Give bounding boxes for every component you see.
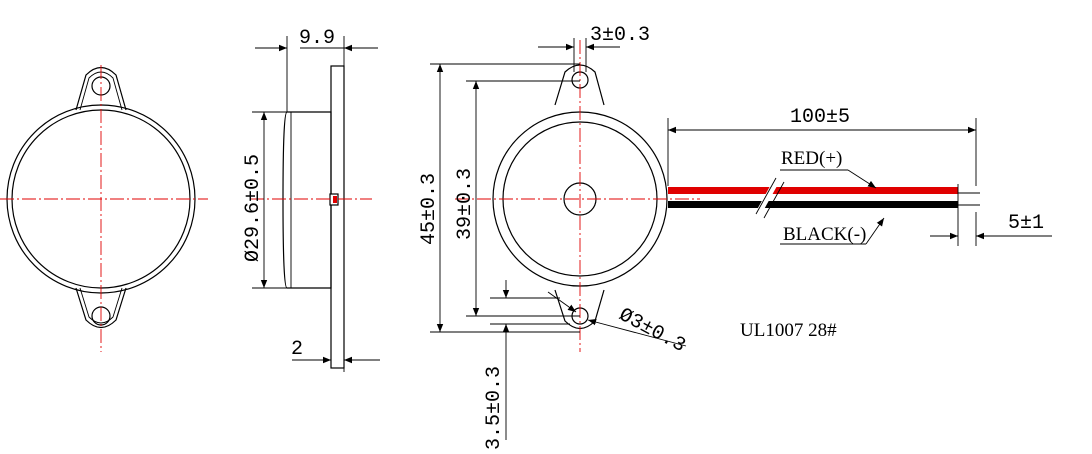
dim-hole-spacing: 3±0.3 — [590, 24, 650, 47]
dim-flange: 2 — [291, 338, 303, 361]
side-view: 9.9 Ø29.6±0.5 2 — [242, 27, 380, 372]
label-red-wire: RED(+) — [781, 148, 842, 169]
dim-overall-height: 45±0.3 — [418, 173, 441, 245]
front-view — [0, 65, 208, 352]
dim-thickness: 9.9 — [299, 27, 335, 50]
dim-hole-offset: 3.5±0.3 — [483, 366, 506, 450]
main-view: 3±0.3 45±0.3 39±0.3 Ø3±0.3 3.5±0.3 100±5 — [418, 24, 1052, 450]
label-wire-spec: UL1007 28# — [740, 320, 837, 341]
red-wire — [668, 187, 958, 194]
label-black-wire: BLACK(-) — [783, 224, 866, 245]
dim-wire-length: 100±5 — [790, 106, 850, 129]
dim-diameter: Ø29.6±0.5 — [242, 154, 265, 262]
dim-body-height: 39±0.3 — [454, 168, 477, 240]
black-wire — [668, 201, 958, 208]
dim-hole-diameter: Ø3±0.3 — [615, 304, 689, 358]
dim-strip-length: 5±1 — [1008, 212, 1044, 235]
